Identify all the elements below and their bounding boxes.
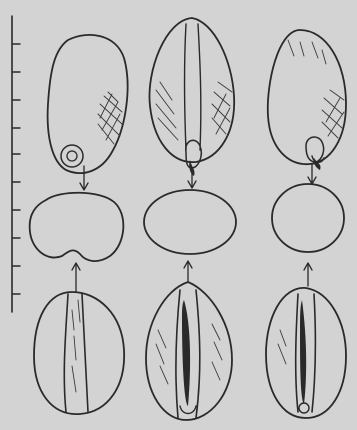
seed-illustration-figure bbox=[0, 0, 357, 430]
seed-illustration-svg bbox=[0, 0, 357, 430]
